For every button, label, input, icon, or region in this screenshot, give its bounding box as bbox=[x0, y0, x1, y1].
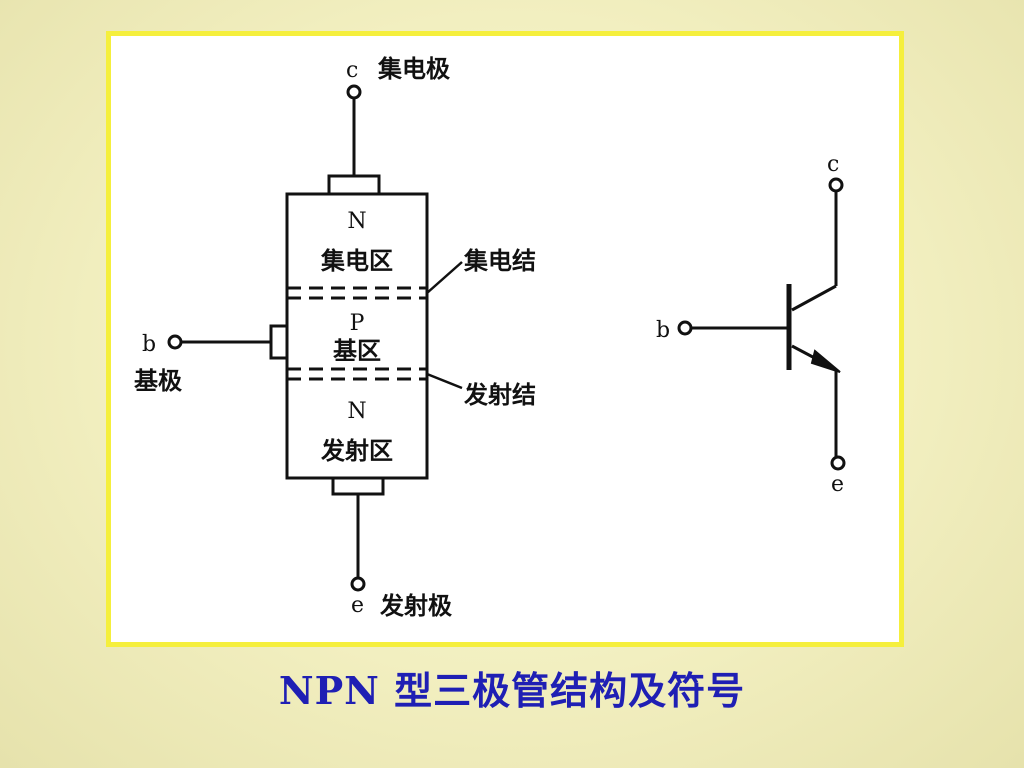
base-electrode-label: 基极 bbox=[134, 366, 182, 395]
emitter-contact bbox=[331, 476, 385, 496]
symbol-collector-diagonal bbox=[791, 284, 837, 312]
emitter-electrode-label: 发射极 bbox=[379, 591, 452, 620]
symbol-emitter-dot bbox=[830, 455, 846, 471]
emitter-terminal-label: e bbox=[351, 593, 364, 618]
base-type-label: P bbox=[350, 311, 365, 336]
collector-junction-label: 集电结 bbox=[463, 246, 536, 275]
symbol-collector-dot bbox=[828, 177, 844, 193]
figure-frame bbox=[106, 31, 904, 647]
symbol-base-dot bbox=[677, 320, 693, 336]
emitter-junction-label: 发射结 bbox=[463, 380, 536, 409]
symbol-collector-label: c bbox=[827, 152, 839, 177]
collector-region-label: 集电区 bbox=[320, 246, 393, 275]
collector-junction-pointer bbox=[426, 261, 463, 294]
emitter-terminal-dot bbox=[350, 576, 366, 592]
figure-caption: NPN 型三极管结构及符号 bbox=[278, 668, 746, 713]
symbol-emitter-label: e bbox=[831, 472, 844, 497]
collector-electrode-label: 集电极 bbox=[377, 54, 450, 83]
symbol-emitter-arrow-icon bbox=[810, 349, 841, 373]
collector-contact bbox=[327, 174, 381, 196]
base-region-label: 基区 bbox=[333, 336, 381, 365]
base-terminal-label: b bbox=[142, 332, 156, 357]
symbol-base-label: b bbox=[656, 318, 670, 343]
base-terminal-dot bbox=[167, 334, 183, 350]
emitter-junction-pointer bbox=[426, 372, 463, 390]
base-contact bbox=[269, 324, 289, 360]
collector-terminal-label: c bbox=[346, 58, 358, 83]
collector-terminal-dot bbox=[346, 84, 362, 100]
collector-type-label: N bbox=[347, 209, 366, 234]
emitter-type-label: N bbox=[347, 399, 366, 424]
emitter-region-label: 发射区 bbox=[320, 436, 393, 465]
